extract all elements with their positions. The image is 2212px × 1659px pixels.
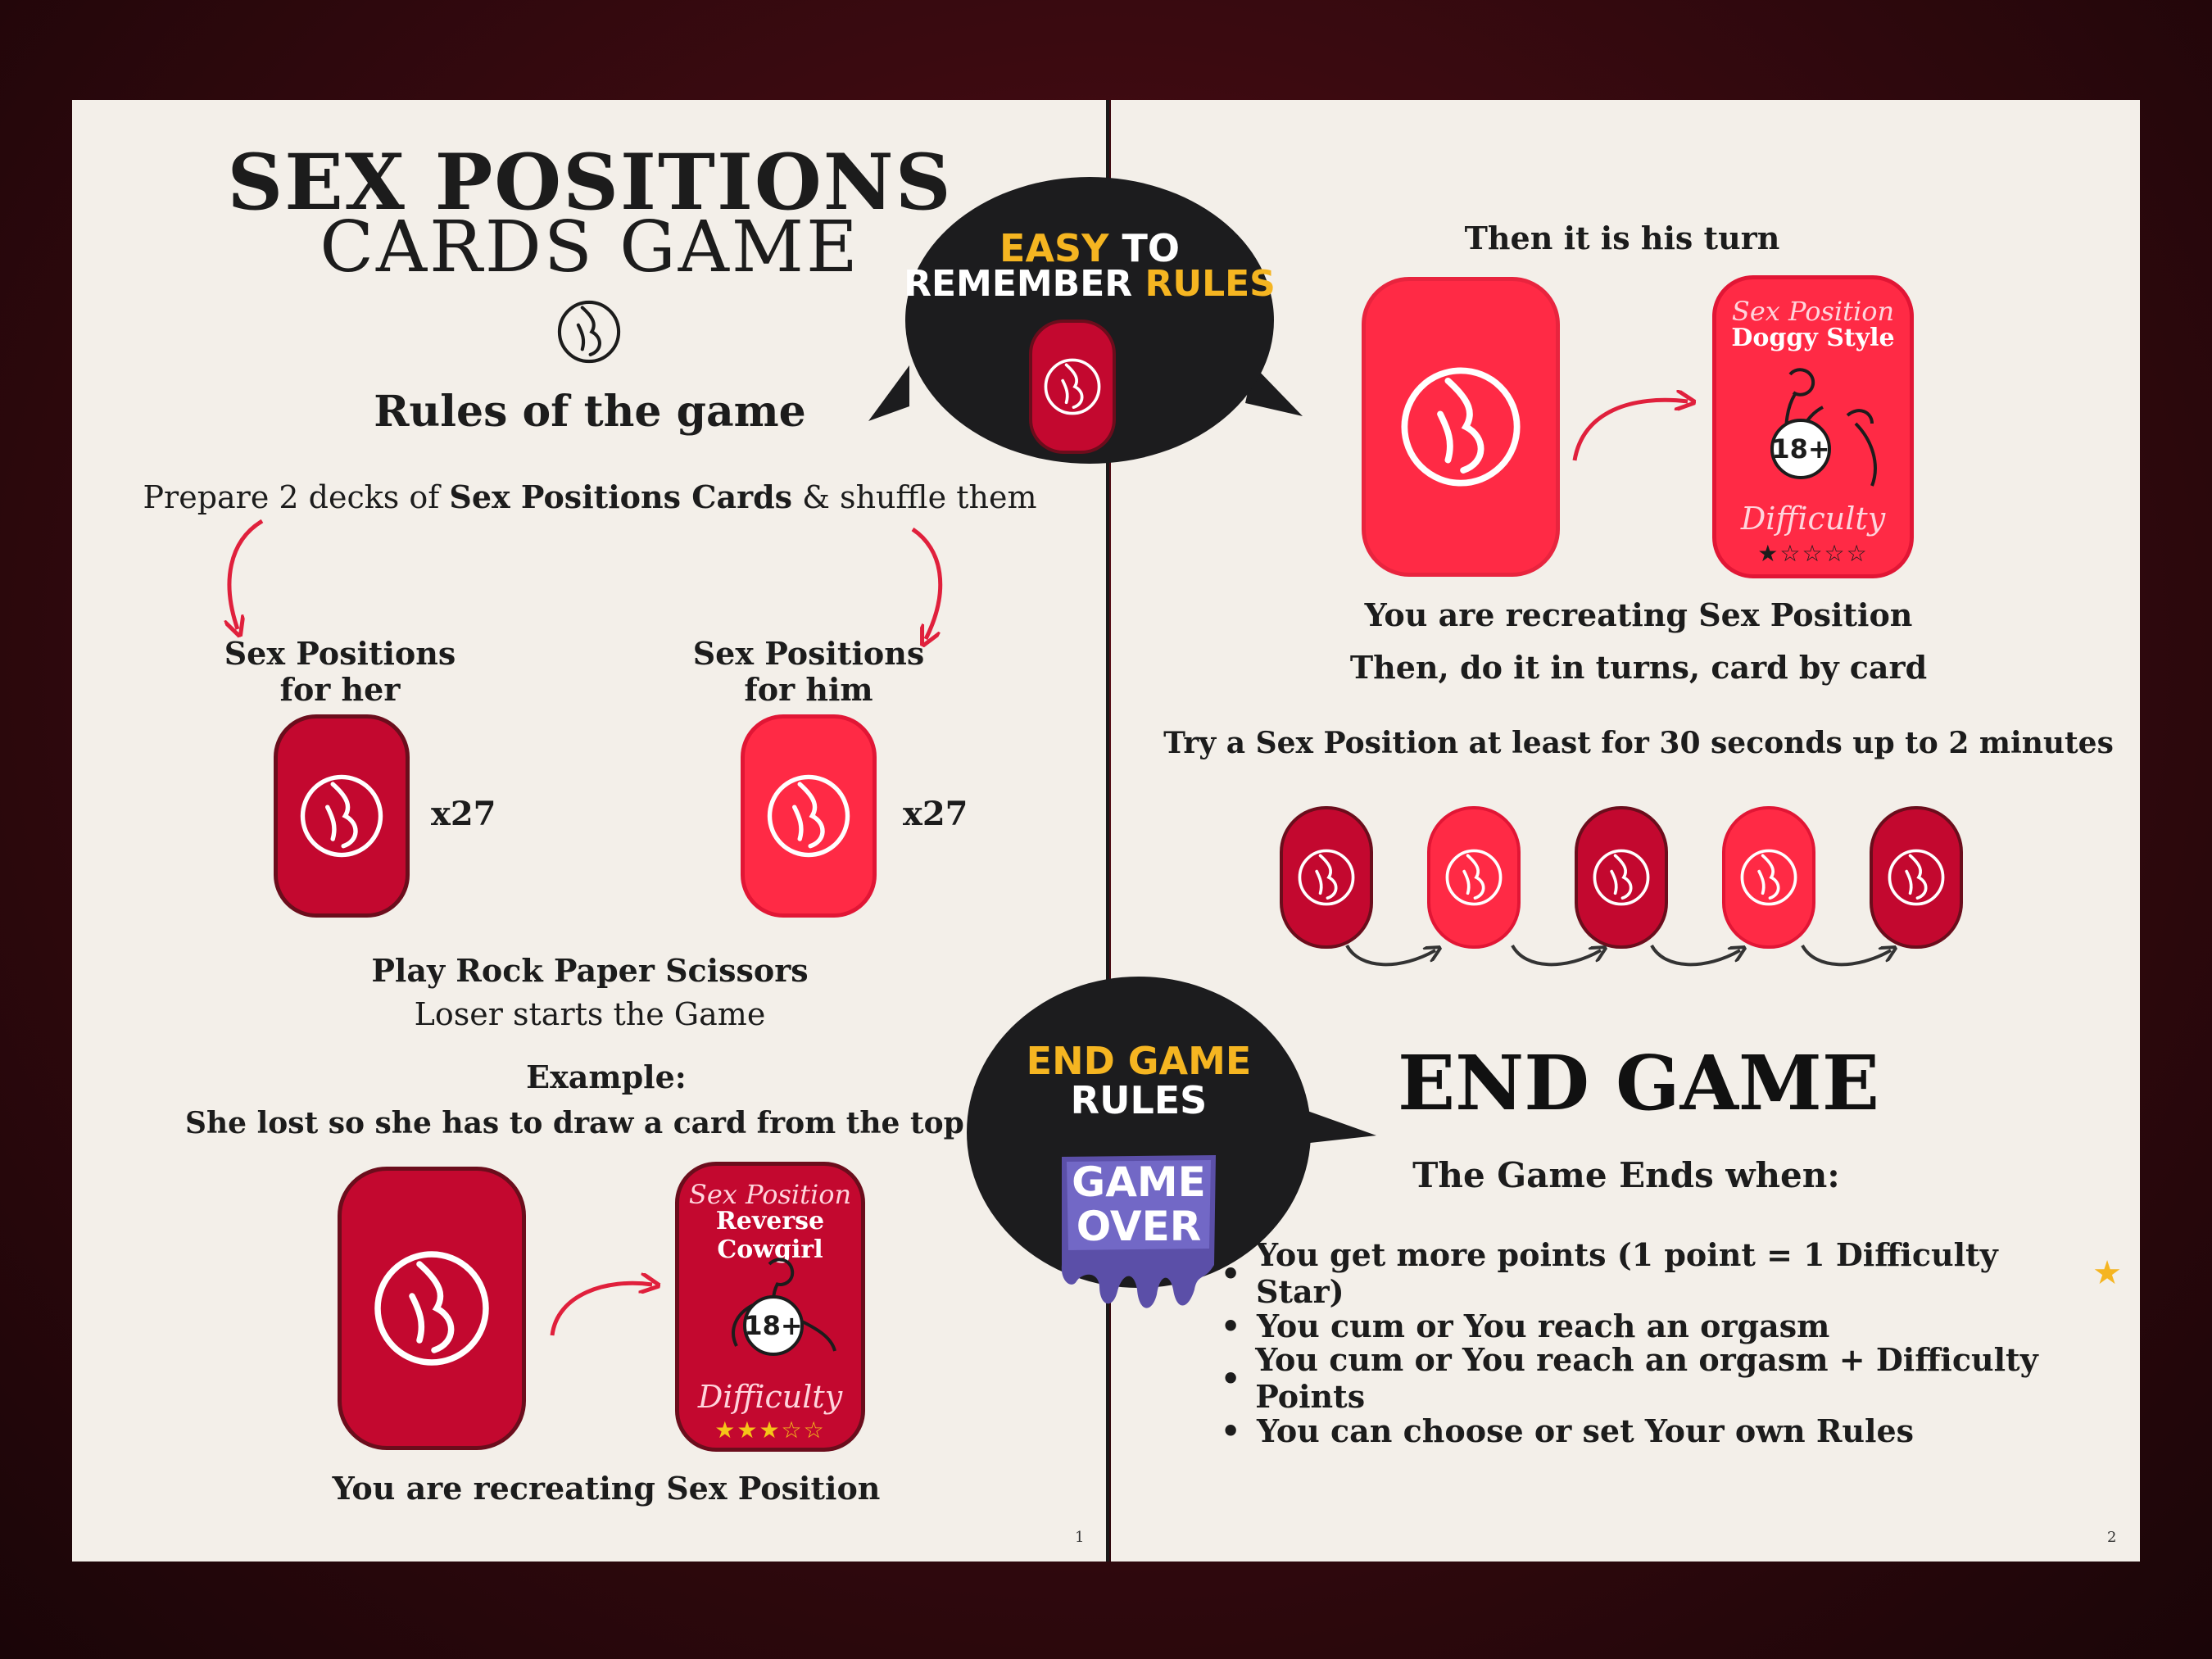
card-difficulty-label: Difficulty <box>1740 501 1886 537</box>
card-logo-icon <box>1296 847 1357 908</box>
speech-bubble-bottom <box>967 977 1376 1288</box>
list-item: • You cum or You reach an orgasm + Diffi… <box>1221 1341 2038 1415</box>
page-number-left: 1 <box>1075 1529 1085 1546</box>
game-logo-icon <box>555 298 623 365</box>
sequence-card-4 <box>1722 806 1815 949</box>
his-back-card[interactable] <box>1362 277 1560 577</box>
card-logo-icon <box>1738 847 1799 908</box>
title-line1: SEX POSITIONS <box>227 138 953 228</box>
card-logo-icon <box>370 1247 493 1370</box>
arrow-right-icon <box>911 527 943 647</box>
bubble-bottom-line1: END GAME <box>1026 1039 1252 1083</box>
title-line2: CARDS GAME <box>320 206 860 288</box>
card-logo-icon <box>1397 363 1525 491</box>
bubble-top-line1: EASY TO <box>999 226 1180 270</box>
his-turn-text: Then it is his turn <box>1464 220 1780 256</box>
example-back-card[interactable] <box>338 1167 526 1450</box>
difficulty-stars: ★☆☆☆☆ <box>1757 540 1869 567</box>
deck-her-count: x27 <box>431 795 496 833</box>
card-title: Sex Position <box>688 1179 852 1210</box>
card-logo-icon <box>1886 847 1947 908</box>
example-text: She lost so she has to draw a card from … <box>185 1106 1072 1140</box>
duration-text: Try a Sex Position at least for 30 secon… <box>1163 726 2114 760</box>
rps-subtext: Loser starts the Game <box>414 996 766 1032</box>
game-over-sticker-icon <box>1061 1155 1216 1308</box>
bubble-bottom-line2: RULES <box>1070 1078 1208 1122</box>
arrow-draw-icon <box>550 1253 664 1336</box>
end-game-heading: END GAME <box>1398 1039 1879 1127</box>
card-logo-icon <box>1042 356 1103 417</box>
recreating-text: You are recreating Sex Position <box>1364 596 1913 633</box>
deck-him-card[interactable] <box>741 714 877 918</box>
sequence-card-5 <box>1870 806 1963 949</box>
list-item: • You get more points (1 point = 1 Diffi… <box>1221 1236 2122 1310</box>
sequence-card-3 <box>1575 806 1668 949</box>
card-position-name: Reverse Cowgirl <box>715 1207 825 1264</box>
book-spine <box>1106 100 1109 1562</box>
ends-when-text: The Game Ends when: <box>1412 1155 1840 1195</box>
card-position-name: Doggy Style <box>1731 324 1895 352</box>
example-heading: Example: <box>526 1058 687 1095</box>
age-badge: 18+ <box>1770 419 1831 479</box>
deck-her-card[interactable] <box>274 714 410 918</box>
sequence-arrows-icon <box>1345 944 1925 967</box>
list-item: • You can choose or set Your own Rules <box>1221 1412 1915 1449</box>
example-position-card[interactable]: Sex Position Reverse Cowgirl 18+ Difficu… <box>675 1162 865 1452</box>
card-logo-icon <box>764 772 853 860</box>
card-logo-icon <box>1444 847 1504 908</box>
arrow-draw-icon <box>1572 370 1698 461</box>
deck-him-count: x27 <box>903 795 968 833</box>
bubble-card-icon <box>1029 320 1116 454</box>
card-logo-icon <box>1591 847 1652 908</box>
age-badge: 18+ <box>743 1295 804 1356</box>
sequence-card-1 <box>1280 806 1373 949</box>
sequence-card-2 <box>1427 806 1521 949</box>
card-logo-icon <box>297 772 386 860</box>
prepare-text: Prepare 2 decks of Sex Positions Cards &… <box>143 478 1037 515</box>
turns-text: Then, do it in turns, card by card <box>1349 649 1928 686</box>
end-conditions-list: • You get more points (1 point = 1 Diffi… <box>1221 1236 2122 1457</box>
arrow-left-icon <box>205 519 264 639</box>
his-position-card[interactable]: Sex Position Doggy Style 18+ Difficulty … <box>1712 275 1914 578</box>
rules-heading: Rules of the game <box>374 387 806 437</box>
page-number-right: 2 <box>2107 1529 2117 1546</box>
star-icon: ★ <box>2092 1254 2122 1292</box>
list-item: • You cum or You reach an orgasm <box>1221 1307 1830 1344</box>
bubble-top-line2: REMEMBER RULES <box>904 263 1276 305</box>
example-caption: You are recreating Sex Position <box>332 1470 881 1507</box>
card-difficulty-label: Difficulty <box>697 1379 843 1415</box>
rps-heading: Play Rock Paper Scissors <box>371 952 809 989</box>
difficulty-stars: ★★★☆☆ <box>714 1416 826 1444</box>
card-title: Sex Position <box>1731 296 1895 327</box>
